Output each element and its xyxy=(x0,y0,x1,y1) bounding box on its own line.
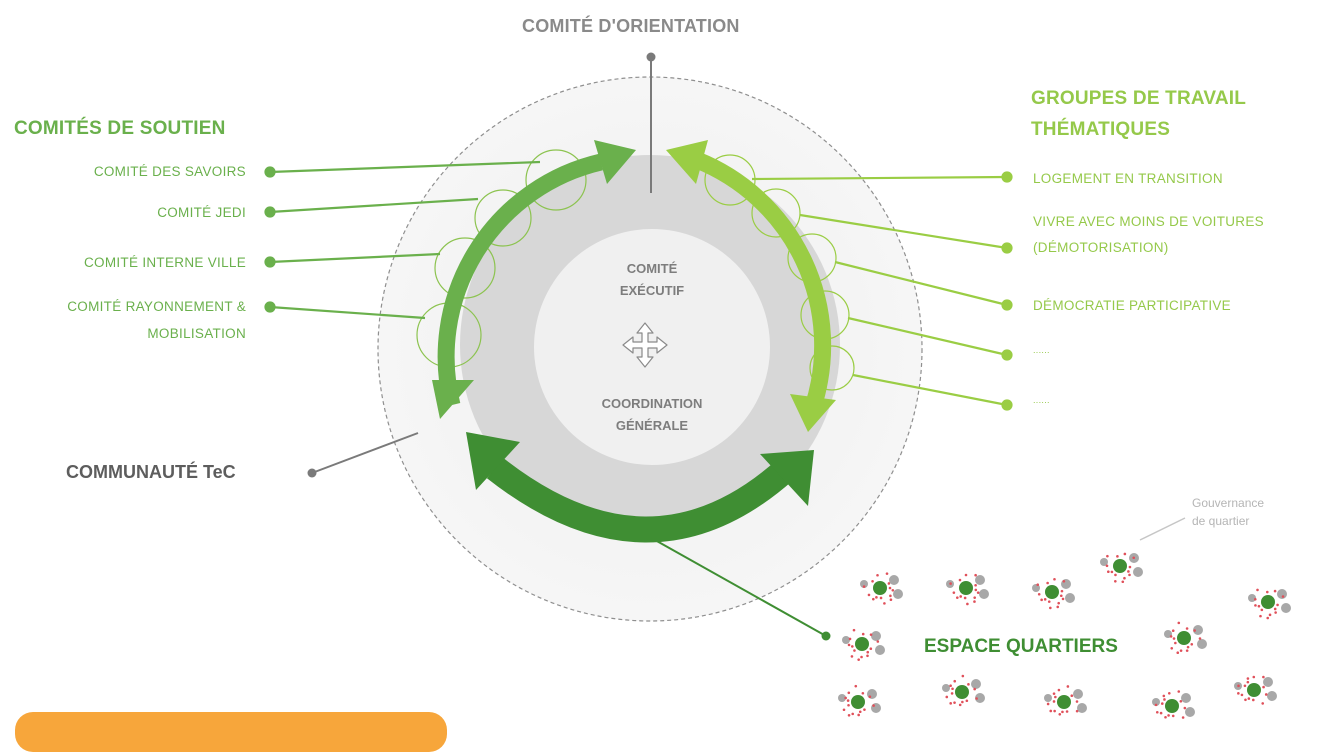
right-heading-2: THÉMATIQUES xyxy=(1031,119,1171,140)
quartiers-label: ESPACE QUARTIERS xyxy=(924,636,1118,657)
left-connectors xyxy=(264,160,541,320)
left-item-interne: COMITÉ INTERNE VILLE xyxy=(83,255,246,270)
center-line-1: COMITÉ xyxy=(626,261,678,276)
move-arrows-icon xyxy=(622,322,668,368)
governance-diagram xyxy=(264,52,1291,719)
quartier-cluster-icon xyxy=(946,573,989,606)
right-item-democratie: DÉMOCRATIE PARTICIPATIVE xyxy=(1033,298,1231,313)
quartier-cluster-icon xyxy=(1032,577,1075,610)
community-label: COMMUNAUTÉ TeC xyxy=(66,462,236,482)
right-heading-1: GROUPES DE TRAVAIL xyxy=(1031,88,1247,109)
quartiers-connector-dot xyxy=(821,631,831,641)
right-arc-arrow xyxy=(666,140,836,432)
quartier-cluster-icon xyxy=(842,628,885,661)
right-item-demotorisation: (DÉMOTORISATION) xyxy=(1033,240,1169,255)
neighbourhood-clusters xyxy=(838,552,1291,719)
left-item-savoirs: COMITÉ DES SAVOIRS xyxy=(93,164,246,179)
gouvernance-line-1: Gouvernance xyxy=(1192,496,1265,510)
center-coordination: COORDINATION GÉNÉRALE xyxy=(570,393,734,437)
right-item-voitures: VIVRE AVEC MOINS DE VOITURES xyxy=(1033,214,1264,229)
community-connector-dot xyxy=(307,468,317,478)
left-heading: COMITÉS DE SOUTIEN xyxy=(14,118,226,139)
quartier-cluster-icon xyxy=(1248,588,1291,620)
left-item-rayonnement: COMITÉ RAYONNEMENT & xyxy=(67,299,246,314)
left-item-mobilisation: MOBILISATION xyxy=(147,326,246,341)
center-executive: COMITÉ EXÉCUTIF xyxy=(600,258,704,302)
quartiers-connector xyxy=(654,539,827,637)
quartier-cluster-icon xyxy=(1100,552,1143,584)
left-arc-arrow xyxy=(432,140,636,419)
orientation-title: COMITÉ D'ORIENTATION xyxy=(522,16,740,36)
quartier-cluster-icon xyxy=(1152,690,1195,719)
center-line-2: EXÉCUTIF xyxy=(619,283,685,298)
center-line-3: COORDINATION xyxy=(601,396,703,411)
left-item-jedi: COMITÉ JEDI xyxy=(157,205,246,220)
center-line-4: GÉNÉRALE xyxy=(615,418,689,433)
right-item-placeholder-1: ...... xyxy=(1033,345,1050,355)
gouvernance-line-2: de quartier xyxy=(1192,514,1250,528)
orientation-pin-dot xyxy=(646,52,656,62)
quartier-cluster-icon xyxy=(1164,621,1207,655)
orange-tab xyxy=(15,712,447,752)
right-item-placeholder-2: ...... xyxy=(1033,395,1050,405)
right-item-logement: LOGEMENT EN TRANSITION xyxy=(1033,171,1223,186)
right-connectors xyxy=(751,171,1013,411)
gouvernance-connector xyxy=(1139,517,1186,541)
quartier-cluster-icon xyxy=(838,684,881,717)
quartier-cluster-icon xyxy=(860,572,903,605)
quartier-cluster-icon xyxy=(1234,675,1277,705)
quartier-cluster-icon xyxy=(942,674,985,707)
bottom-arc-arrow xyxy=(466,432,814,543)
quartier-cluster-icon xyxy=(1044,685,1087,716)
community-connector xyxy=(311,432,419,474)
